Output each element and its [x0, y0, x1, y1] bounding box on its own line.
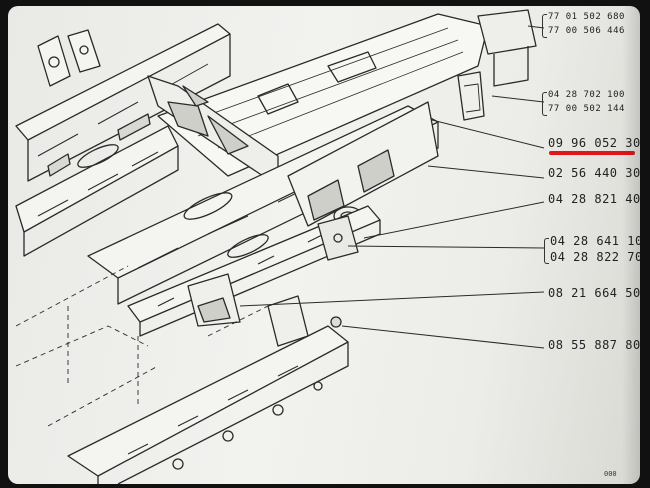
part-number: 04 28 821 400: [548, 192, 640, 206]
clip-bracket: [457, 71, 485, 121]
bracket-top-left: [37, 35, 71, 87]
part-number: 04 28 702 100: [548, 90, 625, 100]
leader-line: [431, 119, 545, 149]
part-number: 77 00 502 144: [548, 104, 625, 114]
exploded-chassis-drawing: [15, 9, 545, 484]
part-number: 77 00 506 446: [548, 26, 625, 36]
part-number: 77 01 502 680: [548, 12, 625, 22]
bolt: [330, 316, 342, 328]
leader-line: [491, 95, 545, 103]
leader-line: [527, 25, 545, 29]
part-number: 08 21 664 500: [548, 286, 640, 300]
leader-line: [239, 291, 545, 307]
leader-line: [427, 165, 545, 179]
part-number: 04 28 641 100: [550, 234, 640, 248]
part-number: 08 55 887 800: [548, 338, 640, 352]
leader-line: [341, 325, 545, 349]
top-right-bracket: [477, 9, 537, 55]
lower-left-sill: [15, 125, 179, 233]
label-brace: [542, 92, 547, 116]
highlight-underline: [549, 151, 635, 155]
part-number: 02 56 440 300: [548, 166, 640, 180]
leader-line: [347, 245, 545, 249]
part-number-highlighted: 09 96 052 300: [548, 136, 640, 150]
label-brace: [544, 238, 549, 264]
parts-catalog-page: 77 01 502 680 77 00 506 446 04 28 702 10…: [8, 6, 640, 484]
part-number: 04 28 822 700: [550, 250, 640, 264]
jack-bracket: [267, 295, 309, 347]
label-brace: [542, 14, 547, 38]
page-corner-number: 000: [604, 470, 617, 478]
small-bracket: [317, 215, 359, 261]
leader-line: [363, 201, 545, 239]
bottom-sill: [67, 325, 349, 477]
page-edge-shadow: [622, 6, 640, 484]
